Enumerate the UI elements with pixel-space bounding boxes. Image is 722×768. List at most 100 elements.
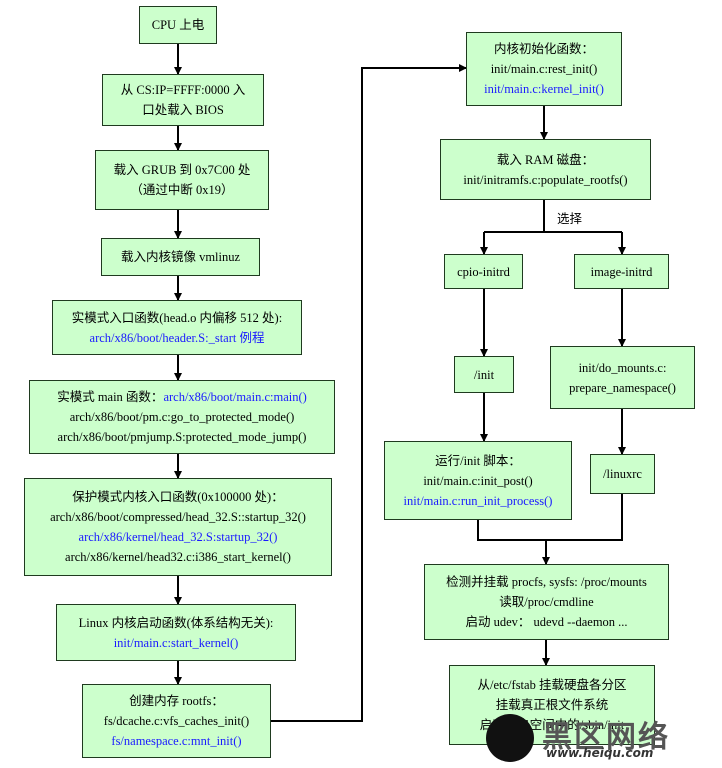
box-init: /init <box>454 356 514 393</box>
line-text: fs/dcache.c:vfs_caches_init() <box>103 714 250 728</box>
box-kernel-init-line: init/main.c:kernel_init() <box>484 79 604 99</box>
line-text: 启动 udev： udevd --daemon ... <box>465 615 628 629</box>
box-kernel-init: 内核初始化函数： init/main.c:rest_init() init/main… <box>466 32 622 106</box>
box-realmode-entry-line: arch/x86/boot/header.S:_start 例程 <box>90 328 265 348</box>
line-text: 检测并挂载 procfs, sysfs: /proc/mounts <box>446 575 647 589</box>
box-cpu-line: CPU 上电 <box>152 15 204 35</box>
line-text: init/do_mounts.c: <box>578 360 667 375</box>
line-text: init/main.c:run_init_process() <box>403 493 553 508</box>
line-text: 保护模式内核入口函数(0x100000 处)： <box>72 490 284 504</box>
box-realmode-entry-line: 实模式入口函数(head.o 内偏移 512 处): <box>72 308 282 328</box>
box-linuxrc: /linuxrc <box>590 454 655 494</box>
box-cpio-line: cpio-initrd <box>457 262 510 282</box>
line-text: arch/x86/kernel/head32.c:i386_start_kern… <box>65 550 291 564</box>
box-vmlinuz: 载入内核镜像 vmlinuz <box>101 238 260 276</box>
watermark-text: 黑区网络 <box>542 720 670 755</box>
watermark: 黑区网络 www.heiqu.com <box>486 712 716 764</box>
line-text: prepare_namespace() <box>569 380 676 395</box>
box-bios: 从 CS:IP=FFFF:0000 入口处载入 BIOS <box>102 74 264 126</box>
box-protected-entry-line: arch/x86/kernel/head32.c:i386_start_kern… <box>65 547 291 567</box>
box-image-line: image-initrd <box>591 262 653 282</box>
arrow-linuxrc-detect <box>546 494 623 541</box>
line-text: cpio-initrd <box>457 264 510 279</box>
watermark-logo-icon <box>486 714 534 762</box>
line-text: arch/x86/boot/pm.c:go_to_protected_mode(… <box>69 410 295 424</box>
box-cpio: cpio-initrd <box>444 254 523 289</box>
box-image: image-initrd <box>574 254 669 289</box>
box-protected-entry-line: 保护模式内核入口函数(0x100000 处)： <box>72 487 283 507</box>
box-rootfs-line: fs/dcache.c:vfs_caches_init() <box>104 711 249 731</box>
line-text: init/main.c:init_post() <box>423 473 533 488</box>
box-detect: 检测并挂载 procfs, sysfs: /proc/mounts 读取/proc… <box>424 564 669 640</box>
line-text: 从 CS:IP=FFFF:0000 入 <box>120 83 246 97</box>
box-realmode-main: 实模式 main 函数：arch/x86/boot/main.c:main() a… <box>29 380 335 454</box>
line-text: 读取/proc/cmdline <box>499 595 594 609</box>
line-text: 口处载入 BIOS <box>142 103 224 117</box>
box-realmode-main-line: arch/x86/boot/pmjump.S:protected_mode_ju… <box>58 427 307 447</box>
box-fstab: 从/etc/fstab 挂载硬盘各分区挂载真正根文件系统启动用户空间中的/sbi… <box>449 665 655 745</box>
line-text: image-initrd <box>590 264 653 279</box>
line-text: 运行/init 脚本： <box>435 453 521 468</box>
box-detect-line: 检测并挂载 procfs, sysfs: /proc/mounts <box>446 572 647 592</box>
box-ramdisk-line: 载入 RAM 磁盘： <box>497 150 594 170</box>
line-text: fs/namespace.c:mnt_init() <box>111 734 242 748</box>
box-start-kernel-line: init/main.c:start_kernel() <box>114 633 239 653</box>
box-run-init-line: init/main.c:run_init_process() <box>404 491 553 511</box>
box-mounts-line: init/do_mounts.c: <box>579 358 667 378</box>
box-realmode-entry: 实模式入口函数(head.o 内偏移 512 处): arch/x86/boot/… <box>52 300 302 355</box>
box-linuxrc-line: /linuxrc <box>603 464 642 484</box>
box-bios-line: 口处载入 BIOS <box>142 100 224 120</box>
box-protected-entry: 保护模式内核入口函数(0x100000 处)： arch/x86/boot/com… <box>24 478 332 576</box>
line-text: arch/x86/kernel/head_32.S:startup_32() <box>78 530 278 544</box>
box-kernel-init-line: init/main.c:rest_init() <box>491 59 598 79</box>
line-text: 实模式入口函数(head.o 内偏移 512 处): <box>71 310 283 325</box>
line-text: （通过中断 0x19） <box>130 183 234 197</box>
choice-label: 选择 <box>557 212 583 226</box>
box-protected-entry-line: arch/x86/kernel/head_32.S:startup_32() <box>79 527 278 547</box>
line-text: arch/x86/boot/header.S:_start 例程 <box>89 330 265 345</box>
box-realmode-main-line: arch/x86/boot/pm.c:go_to_protected_mode(… <box>70 407 295 427</box>
box-grub-line: （通过中断 0x19） <box>130 180 233 200</box>
arrow-runinit-detect <box>477 520 550 565</box>
box-run-init-line: init/main.c:init_post() <box>423 471 532 491</box>
box-protected-entry-line: arch/x86/boot/compressed/head_32.S::star… <box>50 507 306 527</box>
box-run-init-line: 运行/init 脚本： <box>435 451 521 471</box>
box-grub: 载入 GRUB 到 0x7C00 处 （通过中断 0x19） <box>95 150 269 210</box>
box-run-init: 运行/init 脚本： init/main.c:init_post() init/m… <box>384 441 572 520</box>
box-fstab-line: 从/etc/fstab 挂载硬盘各分区 <box>478 675 627 695</box>
line-text: 从/etc/fstab 挂载硬盘各分区 <box>477 678 627 692</box>
box-start-kernel: Linux 内核启动函数(体系结构无关): init/main.c:start_k… <box>56 604 296 661</box>
box-rootfs: 创建内存 rootfs： fs/dcache.c:vfs_caches_init(… <box>82 684 271 758</box>
box-mounts-line: prepare_namespace() <box>569 378 676 398</box>
line-text: 载入 RAM 磁盘： <box>496 152 595 167</box>
box-ramdisk-line: init/initramfs.c:populate_rootfs() <box>463 170 627 190</box>
line-link-text: arch/x86/boot/main.c:main() <box>163 390 307 404</box>
box-ramdisk: 载入 RAM 磁盘： init/initramfs.c:populate_root… <box>440 139 651 200</box>
line-text: init/initramfs.c:populate_rootfs() <box>463 172 628 187</box>
arrow-rootfs-kernelinit <box>271 64 467 722</box>
box-start-kernel-line: Linux 内核启动函数(体系结构无关): <box>79 613 274 633</box>
line-text: init/main.c:start_kernel() <box>113 635 239 650</box>
line-text: 载入内核镜像 vmlinuz <box>120 250 241 264</box>
line-text: /init <box>473 367 495 382</box>
line-text: 内核初始化函数： <box>493 42 594 56</box>
line-text: arch/x86/boot/pmjump.S:protected_mode_ju… <box>57 430 307 444</box>
line-text: init/main.c:kernel_init() <box>484 82 604 96</box>
box-rootfs-line: 创建内存 rootfs： <box>129 691 224 711</box>
line-text: 载入 GRUB 到 0x7C00 处 <box>113 163 251 177</box>
box-rootfs-line: fs/namespace.c:mnt_init() <box>111 731 241 751</box>
box-fstab-line: 挂载真正根文件系统 <box>496 695 609 715</box>
line-text: init/main.c:rest_init() <box>490 62 598 76</box>
box-grub-line: 载入 GRUB 到 0x7C00 处 <box>114 160 251 180</box>
box-cpu: CPU 上电 <box>139 6 217 44</box>
line-text: /linuxrc <box>603 467 642 481</box>
line-text: 实模式 main 函数： <box>57 390 164 404</box>
line-text: arch/x86/boot/compressed/head_32.S::star… <box>50 510 306 524</box>
box-mounts: init/do_mounts.c: prepare_namespace() <box>550 346 695 409</box>
watermark-url: www.heiqu.com <box>546 746 654 760</box>
line-text: CPU 上电 <box>151 18 205 32</box>
box-detect-line: 读取/proc/cmdline <box>499 592 593 612</box>
box-bios-line: 从 CS:IP=FFFF:0000 入 <box>121 80 245 100</box>
box-detect-line: 启动 udev： udevd --daemon ... <box>465 612 627 632</box>
